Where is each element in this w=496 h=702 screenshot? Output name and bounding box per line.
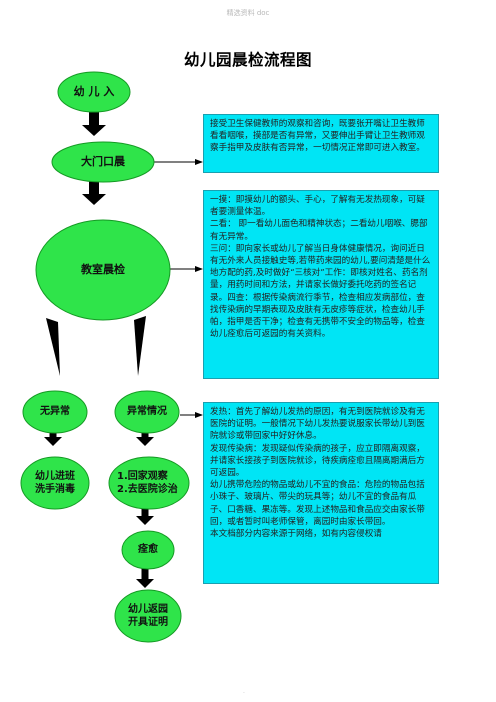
page-header: 精选资料 doc bbox=[226, 9, 270, 17]
node-wash-shape bbox=[20, 456, 90, 510]
node-return-line-2: 开具证明 bbox=[128, 617, 168, 628]
node-return-line-1: 幼儿返园 bbox=[128, 603, 168, 615]
node-classroom-shape bbox=[35, 219, 171, 321]
classroom-note-look: 二看： 即一看幼儿面色和精神状态；二看幼儿咽喉、腮部有无异常。 bbox=[210, 219, 428, 242]
node-wash-label: 幼儿进班 洗手消毒 bbox=[21, 457, 89, 509]
gate-note-text: 接受卫生保健教师的观察和咨询，既要张开嘴让卫生教师看看咽喉，摸部是否有异常，又要… bbox=[210, 119, 425, 154]
classroom-note-touch: 一摸：即摸幼儿的额头、手心，了解有无发热现象，可疑者要测量体温。 bbox=[210, 195, 425, 218]
node-observe-shape bbox=[108, 456, 190, 510]
abnormal-note-box: 发热：首先了解幼儿发热的原因，有无到医院就诊及有无医院的证明。一般情况下幼儿发热… bbox=[203, 402, 439, 584]
node-classroom-label: 教室晨检 bbox=[81, 262, 125, 276]
node-return-shape bbox=[114, 589, 182, 643]
wedge-to-abnormal bbox=[134, 316, 146, 376]
node-normal-label: 无异常 bbox=[40, 406, 70, 418]
node-observe-label: 1.回家观察 2.去医院诊治 bbox=[109, 457, 189, 509]
node-enter-label: 幼 儿 入 bbox=[73, 84, 115, 98]
abnormal-note-disclaimer: 本文档部分内容来源于网络，如有内容侵权请 bbox=[210, 529, 382, 540]
abnormal-note-infection: 发现传染病：发现疑似传染病的孩子，应立即隔离观察，并请家长接孩子到医院就诊，待疾… bbox=[210, 443, 425, 479]
arrow-enter-to-gate bbox=[82, 112, 106, 136]
abnormal-note-dangerous-items: 幼儿携带危险的物品或幼儿不宜的食品：危险的物品包括小珠子、玻璃片、带尖的玩具等；… bbox=[210, 480, 425, 527]
classroom-note-ask-check: 三问：即向家长或幼儿了解当日身体健康情况，询问近日有无外来人员接触史等,若带药来… bbox=[210, 243, 431, 340]
arrow-observe-to-recovered bbox=[136, 505, 154, 525]
node-gate-label: 大门口晨 bbox=[81, 154, 125, 168]
node-normal-shape bbox=[22, 390, 88, 434]
node-observe-line-1: 1.回家观察 bbox=[117, 470, 168, 482]
abnormal-note-fever: 发热：首先了解幼儿发热的原因，有无到医院就诊及有无医院的证明。一般情况下幼儿发热… bbox=[210, 407, 425, 442]
node-recovered-label: 痊愈 bbox=[138, 544, 158, 556]
node-wash-line-2: 洗手消毒 bbox=[35, 484, 75, 495]
arrow-gate-to-classroom bbox=[82, 181, 106, 205]
node-recovered-shape bbox=[121, 530, 175, 570]
page-footer-mark: · bbox=[243, 690, 245, 697]
node-enter-shape bbox=[57, 71, 131, 113]
arrow-recovered-to-return bbox=[136, 568, 154, 588]
gate-note-box: 接受卫生保健教师的观察和咨询，既要张开嘴让卫生教师看看咽喉，摸部是否有异常，又要… bbox=[203, 114, 439, 173]
node-wash-line-1: 幼儿进班 bbox=[35, 470, 75, 482]
page-title: 幼儿园晨检流程图 bbox=[183, 51, 312, 69]
node-return-label: 幼儿返园 开具证明 bbox=[115, 590, 181, 642]
node-observe-line-2: 2.去医院诊治 bbox=[117, 484, 178, 495]
node-abnormal-label: 异常情况 bbox=[127, 406, 167, 418]
node-abnormal-shape bbox=[114, 390, 180, 434]
node-gate-shape bbox=[51, 141, 155, 183]
wedge-to-normal bbox=[46, 318, 60, 376]
classroom-note-box: 一摸：即摸幼儿的额头、手心，了解有无发热现象，可疑者要测量体温。 二看： 即一看… bbox=[203, 190, 439, 379]
